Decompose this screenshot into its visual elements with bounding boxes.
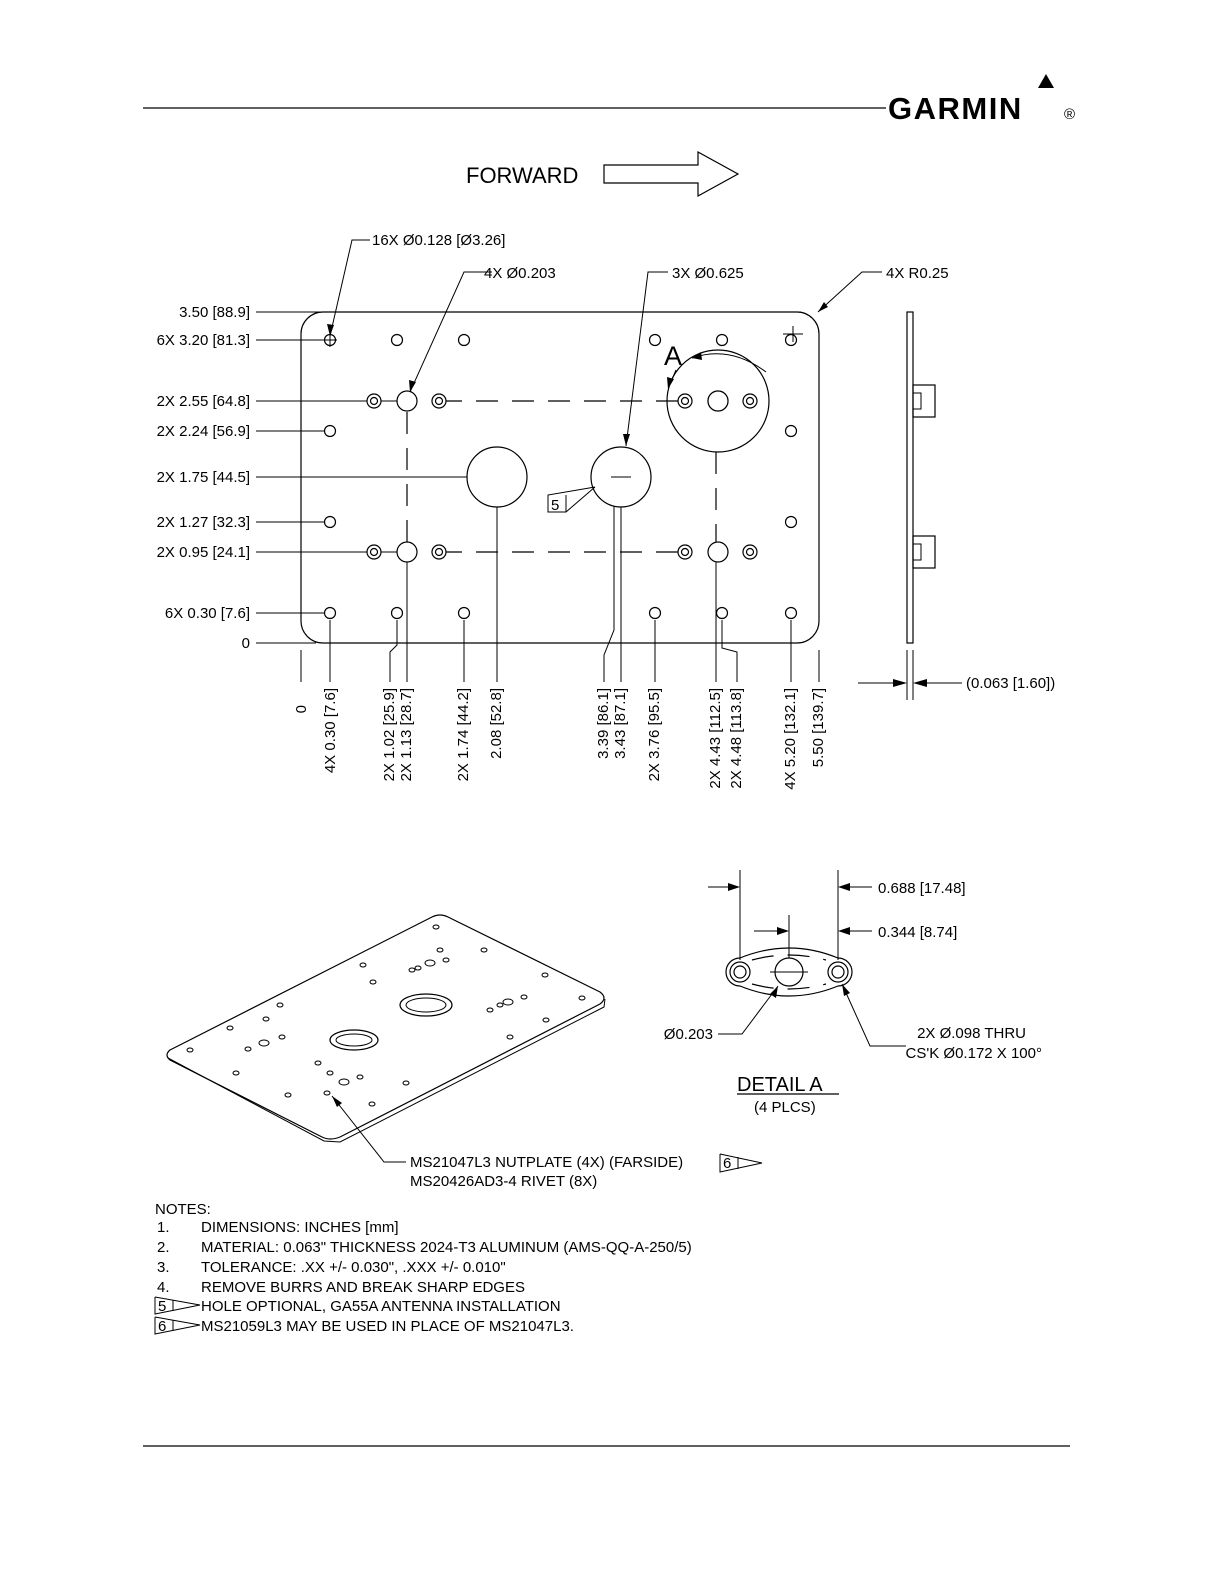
note-4-num: 4. (157, 1279, 170, 1296)
detail-countersink-label: CS'K Ø0.172 X 100° (906, 1045, 1042, 1062)
dim-left-5: 2X 1.75 [44.5] (157, 469, 250, 486)
left-dimension-labels: 3.50 [88.9] 6X 3.20 [81.3] 2X 2.55 [64.8… (157, 304, 250, 652)
note-5-list-flag-icon (154, 1296, 201, 1315)
note-6-flag-label: 6 (723, 1155, 731, 1172)
registered-mark: ® (1064, 106, 1075, 123)
note-4-text: REMOVE BURRS AND BREAK SHARP EDGES (201, 1279, 525, 1296)
detail-side-holes-label: 2X Ø.098 THRU (917, 1025, 1026, 1042)
note-6-text: MS21059L3 MAY BE USED IN PLACE OF MS2104… (201, 1318, 574, 1335)
dim-left-1: 3.50 [88.9] (179, 304, 250, 321)
large-holes-callout: 3X Ø0.625 (672, 265, 744, 282)
callout-leaders (327, 239, 882, 447)
nutplate-callout: MS21047L3 NUTPLATE (4X) (FARSIDE) (410, 1154, 683, 1171)
detail-outer-dim: 0.688 [17.48] (878, 880, 966, 897)
dim-bottom-2: 4X 0.30 [7.6] (322, 688, 339, 773)
side-view (858, 311, 962, 700)
note-2-num: 2. (157, 1239, 170, 1256)
dim-bottom-8: 3.43 [87.1] (612, 688, 629, 759)
logo-triangle-icon (1038, 74, 1054, 88)
thickness-dimension: (0.063 [1.60]) (966, 675, 1055, 692)
dim-left-7: 2X 0.95 [24.1] (157, 544, 250, 561)
note-6-list-flag-icon (154, 1316, 201, 1335)
bottom-dimension-labels: 0 4X 0.30 [7.6] 2X 1.02 [25.9] 2X 1.13 [… (293, 688, 827, 790)
detail-center-hole-label: Ø0.203 (664, 1026, 713, 1043)
bottom-dimension-leaders (300, 480, 820, 682)
dim-bottom-10: 2X 4.43 [112.5] (707, 688, 724, 789)
note-2-text: MATERIAL: 0.063" THICKNESS 2024-T3 ALUMI… (201, 1239, 692, 1256)
detail-a-view (708, 870, 906, 1047)
dim-bottom-5: 2X 1.74 [44.2] (455, 688, 472, 781)
dim-left-9: 0 (242, 635, 250, 652)
detail-title: DETAIL A (737, 1074, 823, 1096)
centerlines (406, 400, 717, 553)
note-1-text: DIMENSIONS: INCHES [mm] (201, 1219, 399, 1236)
detail-inner-dim: 0.344 [8.74] (878, 924, 957, 941)
dim-bottom-3: 2X 1.02 [25.9] (381, 688, 398, 781)
garmin-logo: GARMIN (888, 91, 1023, 126)
rivet-callout: MS20426AD3-4 RIVET (8X) (410, 1173, 597, 1190)
dim-bottom-6: 2.08 [52.8] (488, 688, 505, 759)
dim-left-2: 6X 3.20 [81.3] (157, 332, 250, 349)
dim-bottom-11: 2X 4.48 [113.8] (728, 688, 745, 789)
note-6-num: 6 (158, 1318, 166, 1335)
medium-holes-callout: 4X Ø0.203 (484, 265, 556, 282)
note-1-num: 1. (157, 1219, 170, 1236)
dim-left-4: 2X 2.24 [56.9] (157, 423, 250, 440)
note-6-flag-icon (719, 1153, 763, 1173)
left-dimension-leaders (256, 311, 801, 644)
detail-a-marker: A (664, 341, 682, 371)
forward-arrow-icon (603, 150, 740, 198)
small-holes-callout: 16X Ø0.128 [Ø3.26] (372, 232, 505, 249)
note-5-flag-label: 5 (551, 497, 559, 514)
small-holes (323, 333, 798, 620)
dim-left-8: 6X 0.30 [7.6] (165, 605, 250, 622)
note-5-num: 5 (158, 1298, 166, 1315)
dim-bottom-12: 4X 5.20 [132.1] (782, 688, 799, 790)
dim-left-6: 2X 1.27 [32.3] (157, 514, 250, 531)
nutplate-rivet-holes (366, 393, 758, 560)
dim-bottom-9: 2X 3.76 [95.5] (646, 688, 663, 781)
note-5-flag-icon (547, 486, 596, 513)
note-5-text: HOLE OPTIONAL, GA55A ANTENNA INSTALLATIO… (201, 1298, 561, 1315)
notes-block: NOTES: 1. DIMENSIONS: INCHES [mm] 2. MAT… (154, 1201, 692, 1335)
forward-label: FORWARD (466, 163, 578, 188)
dim-left-3: 2X 2.55 [64.8] (157, 393, 250, 410)
dim-bottom-13: 5.50 [139.7] (810, 688, 827, 767)
dim-bottom-1: 0 (293, 705, 310, 713)
note-3-num: 3. (157, 1259, 170, 1276)
large-holes (466, 349, 770, 508)
notes-header: NOTES: (155, 1201, 211, 1218)
detail-subtitle: (4 PLCS) (754, 1099, 816, 1116)
dim-bottom-4: 2X 1.13 [28.7] (398, 688, 415, 781)
note-3-text: TOLERANCE: .XX +/- 0.030", .XXX +/- 0.01… (201, 1259, 506, 1276)
dim-bottom-7: 3.39 [86.1] (595, 688, 612, 759)
corner-radius-callout: 4X R0.25 (886, 265, 949, 282)
isometric-plate-view (166, 914, 606, 1163)
